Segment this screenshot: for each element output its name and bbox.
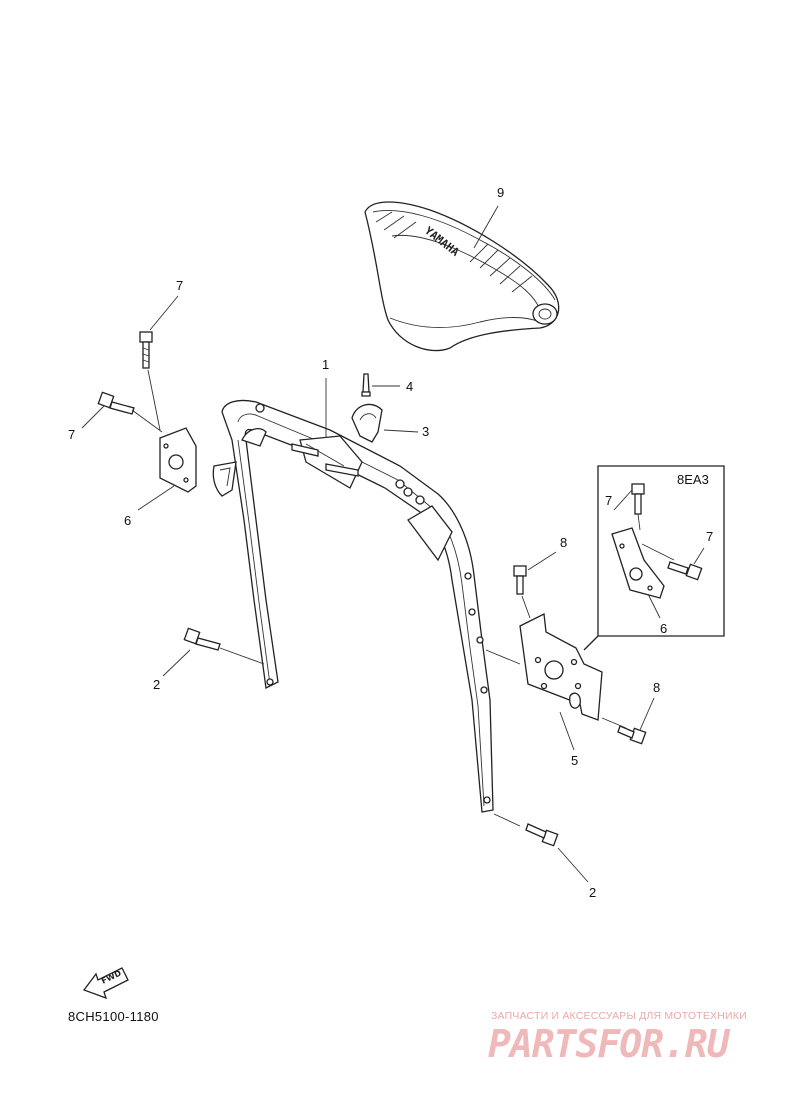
callout-8-bottom: 8 [653, 680, 661, 695]
bracket-part-6-left[interactable] [159, 427, 237, 497]
bolt-part-2-right[interactable] [525, 823, 559, 847]
seat-part-9[interactable]: YAMAHA [364, 201, 560, 352]
callout-7-side-left: 7 [68, 427, 76, 442]
callout-6-inset: 6 [660, 621, 668, 636]
bolt-part-7-side-left[interactable] [97, 391, 135, 415]
bolt-part-8-bottom[interactable] [617, 725, 647, 745]
frame-part-1[interactable] [221, 399, 494, 813]
bolt-part-8-top[interactable] [513, 565, 527, 595]
diagram-code: 8CH5100-1180 [68, 1009, 159, 1024]
callout-7-inset-top: 7 [605, 493, 613, 508]
callout-7-inset-right: 7 [706, 529, 714, 544]
callout-9: 9 [497, 185, 505, 200]
pin-part-4[interactable] [361, 373, 371, 397]
callout-2-left: 2 [153, 677, 161, 692]
callout-1: 1 [322, 357, 330, 372]
callout-7-top-left: 7 [176, 278, 184, 293]
watermark-logo: PARTSFOR.RU [488, 1022, 730, 1066]
inset-label: 8EA3 [677, 472, 709, 487]
fwd-arrow-icon: FWD [82, 967, 129, 1000]
callout-3: 3 [422, 424, 430, 439]
clip-part-3[interactable] [351, 403, 383, 443]
callout-5: 5 [571, 753, 579, 768]
watermark-tagline: ЗАПЧАСТИ И АКСЕССУАРЫ ДЛЯ МОТОТЕХНИКИ [491, 1010, 747, 1022]
inset-box-8ea3 [583, 465, 725, 651]
bolt-part-7-top-left[interactable] [139, 331, 153, 369]
bolt-part-2-left[interactable] [183, 627, 221, 651]
callout-6-left: 6 [124, 513, 132, 528]
callout-4: 4 [406, 379, 414, 394]
leader-lines [81, 205, 705, 883]
bracket-part-5[interactable] [519, 613, 603, 721]
callout-8-top: 8 [560, 535, 568, 550]
callout-2-right: 2 [589, 885, 597, 900]
